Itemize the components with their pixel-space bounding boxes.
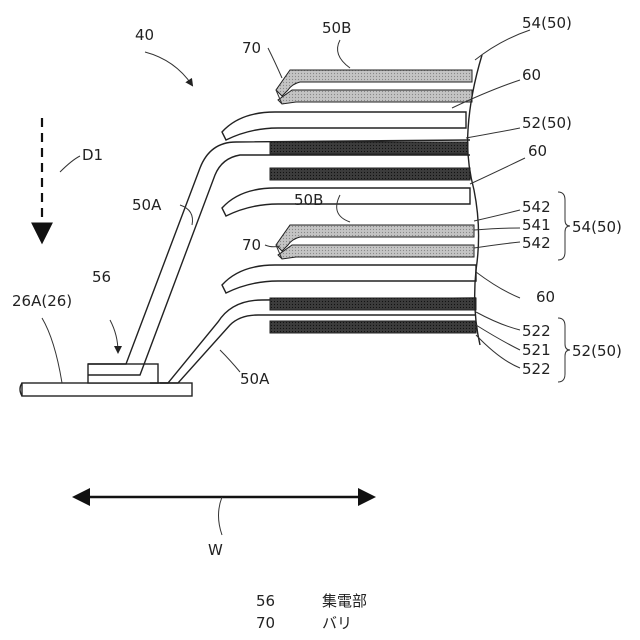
electrode-52-top <box>270 142 470 180</box>
label-70-mid: 70 <box>242 236 261 254</box>
label-50a-lower: 50A <box>240 370 270 388</box>
label-70-top: 70 <box>242 39 261 57</box>
label-52-top: 52(50) <box>522 114 572 132</box>
separator-60-1 <box>222 112 466 140</box>
label-40: 40 <box>135 26 154 44</box>
label-521: 521 <box>522 341 551 359</box>
label-50b-top: 50B <box>322 19 351 37</box>
label-54-top: 54(50) <box>522 14 572 32</box>
label-d1: D1 <box>82 146 103 164</box>
legend-num-70: 70 <box>256 614 275 632</box>
electrode-54-mid <box>276 225 474 259</box>
legend-text-70: バリ <box>322 614 352 632</box>
label-54-mid: 54(50) <box>572 218 622 236</box>
label-542-a: 542 <box>522 198 551 216</box>
label-w: W <box>208 541 223 559</box>
legend-num-56: 56 <box>256 592 275 610</box>
label-542-b: 542 <box>522 234 551 252</box>
legend: 56 集電部 70 バリ <box>256 592 367 632</box>
tab-50a-lower <box>150 298 476 383</box>
label-52-bottom: 52(50) <box>572 342 622 360</box>
label-50a-upper: 50A <box>132 196 162 214</box>
label-541: 541 <box>522 216 551 234</box>
label-60-3: 60 <box>536 288 555 306</box>
label-56: 56 <box>92 268 111 286</box>
collector-56 <box>88 364 158 383</box>
separator-60-2 <box>222 188 470 216</box>
electrode-54-top <box>276 70 472 104</box>
brace-54-mid <box>558 192 570 260</box>
label-50b-mid: 50B <box>294 191 323 209</box>
brace-52-bottom <box>558 318 570 382</box>
label-522-a: 522 <box>522 322 551 340</box>
label-522-b: 522 <box>522 360 551 378</box>
w-arrow <box>72 488 376 535</box>
collector-plate-26a <box>20 383 192 396</box>
label-60-1: 60 <box>522 66 541 84</box>
label-26a: 26A(26) <box>12 292 72 310</box>
label-60-2: 60 <box>528 142 547 160</box>
legend-text-56: 集電部 <box>322 592 367 610</box>
separator-60-3 <box>222 265 476 293</box>
